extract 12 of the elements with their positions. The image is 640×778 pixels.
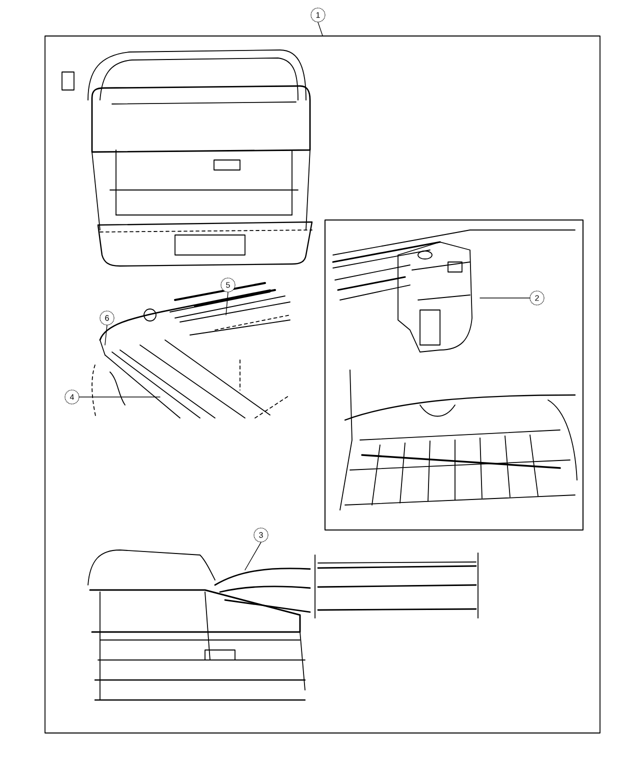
callout-number: 4 xyxy=(64,390,80,404)
leader-line xyxy=(318,22,323,36)
callout-number: 3 xyxy=(254,528,268,542)
leader-line xyxy=(244,542,262,570)
callout-number: 6 xyxy=(100,310,114,326)
callout-number: 5 xyxy=(220,278,236,292)
callout-number: 1 xyxy=(310,8,326,22)
leader-line xyxy=(226,292,228,316)
leader-line xyxy=(104,324,108,346)
callout-number: 2 xyxy=(530,290,544,306)
frame-border xyxy=(44,36,600,734)
leader-line xyxy=(78,396,160,398)
